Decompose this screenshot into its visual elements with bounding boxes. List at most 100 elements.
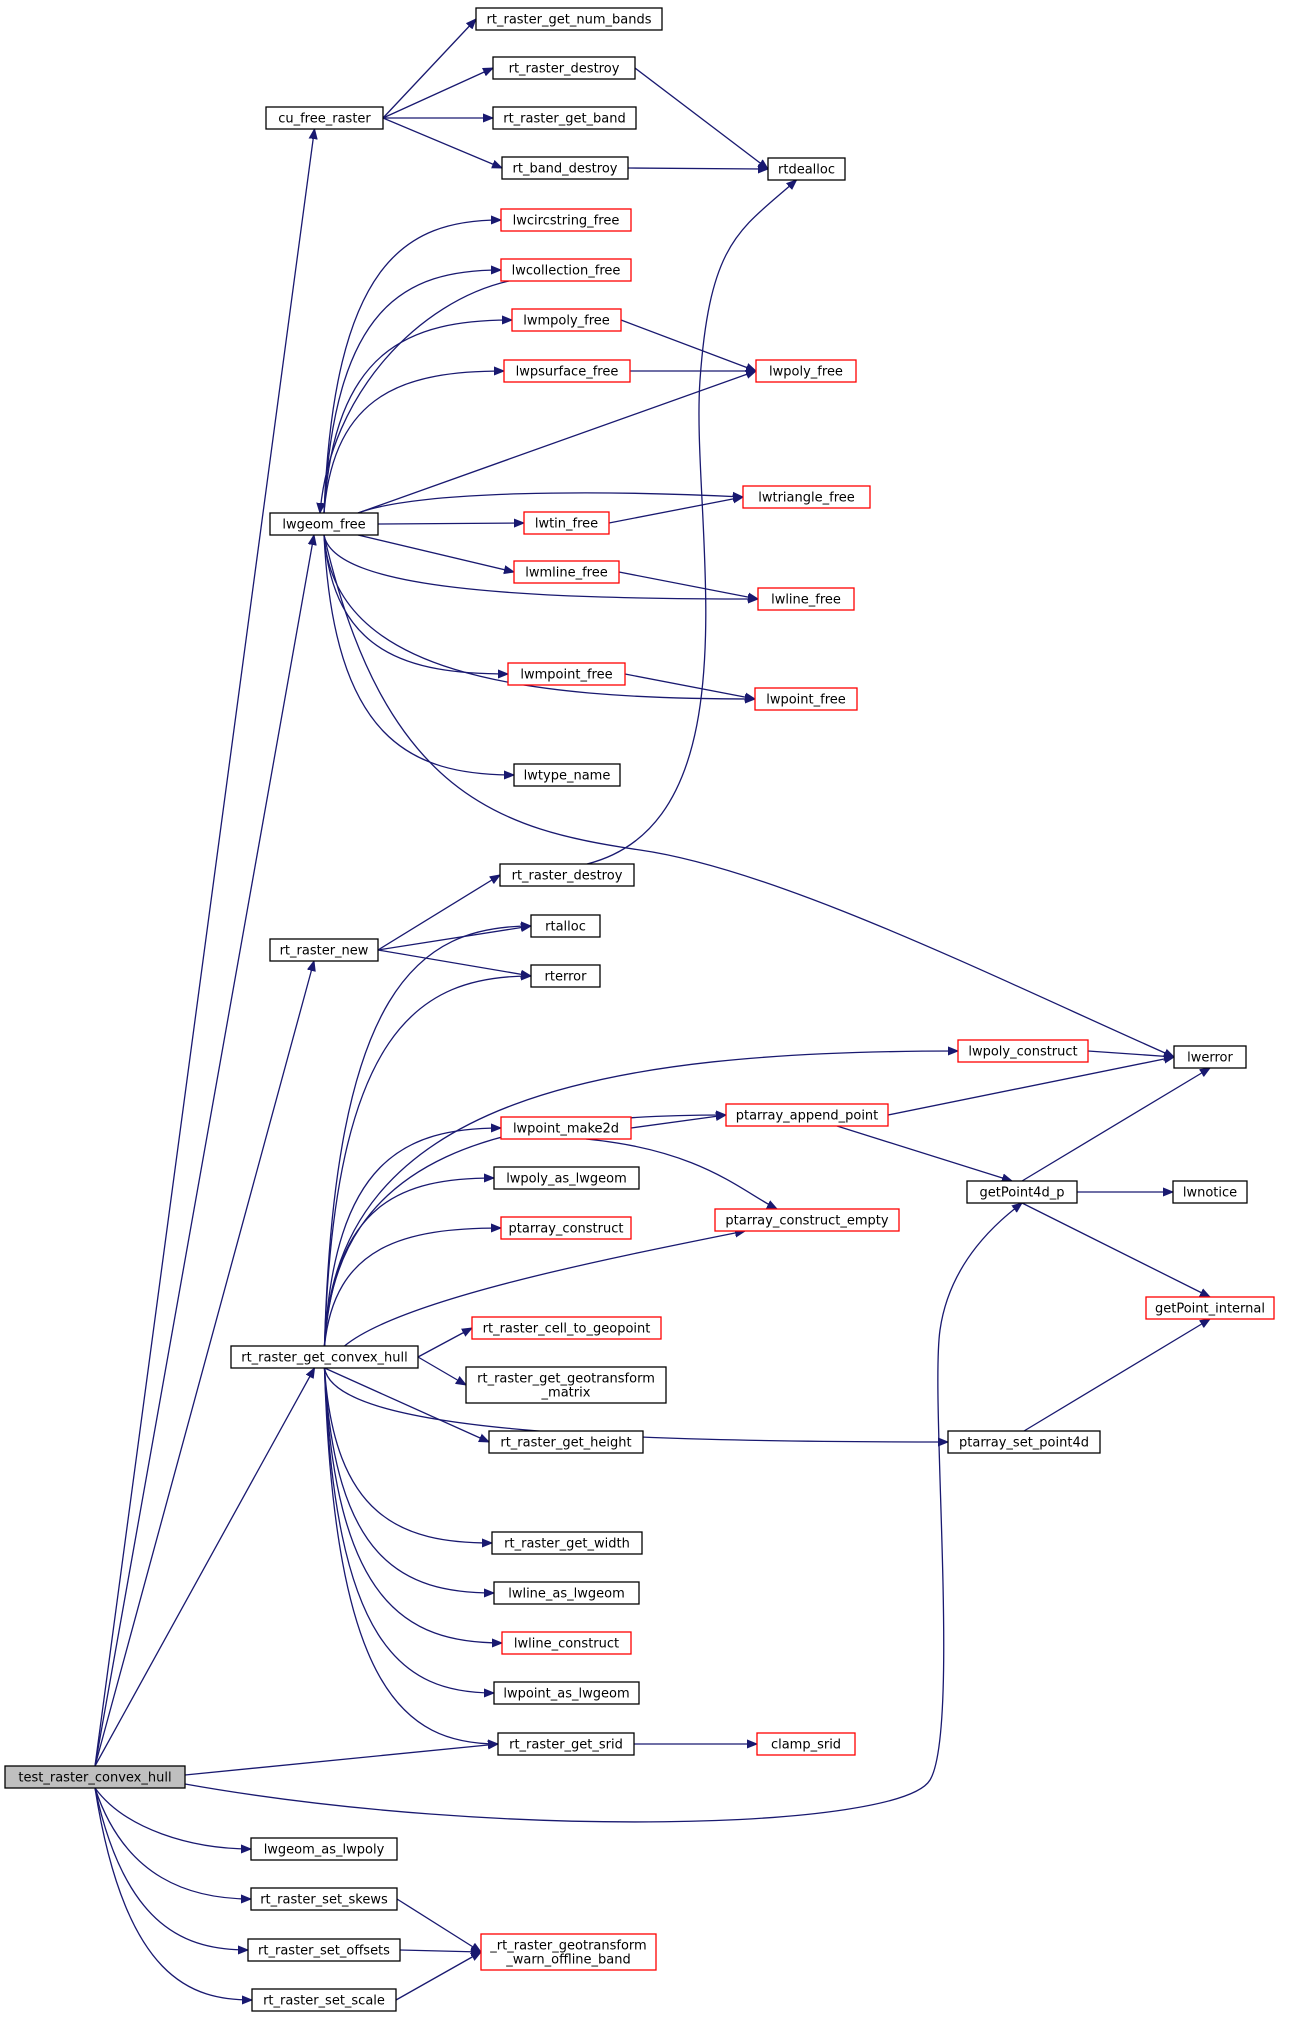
node-rtdealloc[interactable]: rtdealloc <box>767 157 846 181</box>
node-box <box>491 1531 643 1555</box>
node-box <box>488 1430 644 1454</box>
node-rt-raster-destroy-a[interactable]: rt_raster_destroy <box>492 56 636 80</box>
node-rt-raster-get-srid[interactable]: rt_raster_get_srid <box>497 1732 635 1756</box>
edge-test-raster-convex-hull-to-rt-raster-get-convex-hull <box>94 1368 315 1767</box>
node-lwerror[interactable]: lwerror <box>1173 1045 1247 1069</box>
node-box <box>250 1887 398 1911</box>
node-label: rt_raster_destroy <box>509 62 620 77</box>
node-box <box>492 56 636 80</box>
node-box <box>947 1430 1101 1454</box>
node-cu-free-raster[interactable]: cu_free_raster <box>265 106 384 130</box>
node-lwline-as-lwgeom[interactable]: lwline_as_lwgeom <box>493 1581 640 1605</box>
node-lwmpoly-free[interactable]: lwmpoly_free <box>511 308 622 332</box>
node-lwpoint-free[interactable]: lwpoint_free <box>754 687 858 711</box>
node-rt-raster-get-convex-hull[interactable]: rt_raster_get_convex_hull <box>230 1345 419 1369</box>
node-lwgeom-as-lwpoly[interactable]: lwgeom_as_lwpoly <box>250 1837 398 1861</box>
node-ptarray-set-point4d[interactable]: ptarray_set_point4d <box>947 1430 1101 1454</box>
node-label: lwtin_free <box>535 517 598 532</box>
edge-cu-free-raster-to-rt-raster-get-num-bands <box>382 19 476 119</box>
node-label: lwpoint_as_lwgeom <box>503 1687 629 1702</box>
node-label: rt_band_destroy <box>513 162 618 177</box>
node-rt-raster-new[interactable]: rt_raster_new <box>269 938 379 962</box>
node-lwmpoint-free[interactable]: lwmpoint_free <box>507 662 626 686</box>
node-lwpoly-free[interactable]: lwpoly_free <box>755 359 857 383</box>
node-label: cu_free_raster <box>278 112 371 127</box>
edge-rt-raster-get-convex-hull-to-rt-raster-get-geotransform-matrix <box>417 1356 466 1385</box>
node-label: clamp_srid <box>771 1738 841 1753</box>
node-rt-raster-get-geotransform-matrix[interactable]: rt_raster_get_geotransform_matrix <box>465 1366 667 1404</box>
node-lwtin-free[interactable]: lwtin_free <box>523 511 610 535</box>
edge-rt-band-destroy-to-rtdealloc <box>627 168 768 169</box>
edge-rt-raster-set-scale-to-rt-raster-geotransform-warn-offline-band <box>395 1952 481 2001</box>
node-rt-raster-get-num-bands[interactable]: rt_raster_get_num_bands <box>475 7 663 31</box>
node-lwpsurface-free[interactable]: lwpsurface_free <box>503 359 631 383</box>
node-label: lwpoly_construct <box>968 1045 1077 1060</box>
node-lwnotice[interactable]: lwnotice <box>1172 1180 1248 1204</box>
node-rtalloc[interactable]: rtalloc <box>530 914 601 938</box>
edge-lwmpoint-free-to-lwpoint-free <box>624 673 755 699</box>
edge-rt-raster-destroy-a-to-rtdealloc <box>634 67 768 169</box>
node-rterror[interactable]: rterror <box>530 964 601 988</box>
edge-lwgeom-free-to-lwpsurface-free <box>323 371 504 514</box>
edge-test-raster-convex-hull-to-rt-raster-get-srid <box>184 1744 498 1776</box>
node-box <box>497 1732 635 1756</box>
node-label: getPoint4d_p <box>980 1186 1065 1201</box>
node-rt-raster-get-band[interactable]: rt_raster_get_band <box>492 106 637 130</box>
node-clamp-srid[interactable]: clamp_srid <box>756 1732 856 1756</box>
edge-rt-raster-get-convex-hull-to-lwpoly-construct <box>323 1051 959 1347</box>
node-box <box>480 1933 657 1971</box>
node-label: rt_raster_set_offsets <box>258 1944 390 1959</box>
node-lwmline-free[interactable]: lwmline_free <box>513 560 620 584</box>
node-rt-raster-destroy-b[interactable]: rt_raster_destroy <box>499 863 635 887</box>
node-rt-raster-cell-to-geopoint[interactable]: rt_raster_cell_to_geopoint <box>471 1316 662 1340</box>
node-lwline-free[interactable]: lwline_free <box>757 587 855 611</box>
node-lwpoint-as-lwgeom[interactable]: lwpoint_as_lwgeom <box>493 1681 640 1705</box>
node-rt-raster-set-offsets[interactable]: rt_raster_set_offsets <box>247 1938 401 1962</box>
node-box <box>513 560 620 584</box>
node-box <box>500 1216 632 1240</box>
node-lwline-construct[interactable]: lwline_construct <box>501 1631 632 1655</box>
node-lwgeom-free[interactable]: lwgeom_free <box>269 512 379 536</box>
node-ptarray-append-point[interactable]: ptarray_append_point <box>725 1103 889 1127</box>
node-rt-raster-set-skews[interactable]: rt_raster_set_skews <box>250 1887 398 1911</box>
node-label: rt_raster_get_band <box>503 112 626 127</box>
node-rt-raster-get-width[interactable]: rt_raster_get_width <box>491 1531 643 1555</box>
node-lwpoint-make2d[interactable]: lwpoint_make2d <box>500 1116 632 1140</box>
node-label: lwtriangle_free <box>758 491 855 506</box>
node-lwpoly-as-lwgeom[interactable]: lwpoly_as_lwgeom <box>493 1166 640 1190</box>
node-rt-raster-get-height[interactable]: rt_raster_get_height <box>488 1430 644 1454</box>
node-box <box>250 1837 398 1861</box>
node-lwcollection-free[interactable]: lwcollection_free <box>500 258 632 282</box>
node-lwpoly-construct[interactable]: lwpoly_construct <box>957 1039 1089 1063</box>
node-box <box>4 1765 186 1789</box>
node-label: rt_raster_get_num_bands <box>487 13 652 28</box>
node-box <box>742 485 871 509</box>
node-label: lwtype_name <box>524 769 611 784</box>
edge-lwmline-free-to-lwline-free <box>618 571 758 599</box>
node-box <box>500 258 632 282</box>
edge-rt-raster-get-convex-hull-to-ptarray-set-point4d <box>323 1367 949 1442</box>
node-lwcircstring-free[interactable]: lwcircstring_free <box>500 208 632 232</box>
edge-rt-raster-new-to-rterror <box>377 949 531 976</box>
edge-rt-raster-get-convex-hull-to-ptarray-construct-empty <box>344 1231 746 1347</box>
edge-lwpoint-make2d-to-ptarray-construct-empty <box>585 1138 777 1209</box>
node-rt-band-destroy[interactable]: rt_band_destroy <box>501 156 629 180</box>
node-rt-raster-set-scale[interactable]: rt_raster_set_scale <box>251 1988 397 2012</box>
node-box <box>500 208 632 232</box>
node-box <box>513 763 621 787</box>
node-label: lwpsurface_free <box>516 365 619 380</box>
node-label: rterror <box>545 970 588 985</box>
node-rt-raster-geotransform-warn-offline-band[interactable]: _rt_raster_geotransform_warn_offline_ban… <box>480 1933 657 1971</box>
node-test-raster-convex-hull[interactable]: test_raster_convex_hull <box>4 1765 186 1789</box>
node-getPoint4d-p[interactable]: getPoint4d_p <box>966 1180 1078 1204</box>
edge-rt-raster-get-convex-hull-to-rtalloc <box>323 926 532 1347</box>
node-lwtype-name[interactable]: lwtype_name <box>513 763 621 787</box>
node-ptarray-construct-empty[interactable]: ptarray_construct_empty <box>714 1208 900 1232</box>
node-lwtriangle-free[interactable]: lwtriangle_free <box>742 485 871 509</box>
node-label: rt_raster_new <box>280 944 369 959</box>
node-getPoint-internal[interactable]: getPoint_internal <box>1145 1296 1275 1320</box>
node-ptarray-construct[interactable]: ptarray_construct <box>500 1216 632 1240</box>
node-label: lwline_free <box>771 593 841 608</box>
node-label: lwpoly_as_lwgeom <box>506 1172 627 1187</box>
